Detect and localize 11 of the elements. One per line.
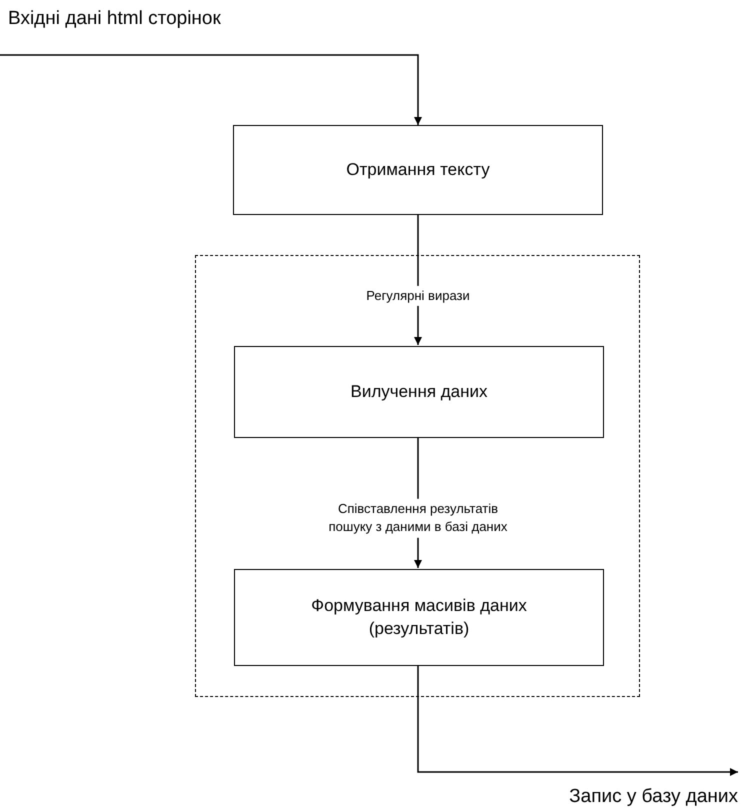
arrow — [0, 54, 422, 125]
flow-label: Вхідні дані html сторінок — [8, 8, 221, 30]
process-box — [234, 346, 604, 438]
process-text: Отримання тексту — [346, 158, 490, 181]
process-text: Формування масивів даних (результатів) — [310, 595, 528, 640]
process-text: Вилучення даних — [350, 380, 488, 403]
process-box — [233, 125, 603, 215]
arrow — [417, 665, 738, 776]
dashed-group-frame — [195, 255, 640, 697]
process-box — [234, 569, 604, 666]
flow-label: Запис у базу даних — [569, 786, 738, 808]
